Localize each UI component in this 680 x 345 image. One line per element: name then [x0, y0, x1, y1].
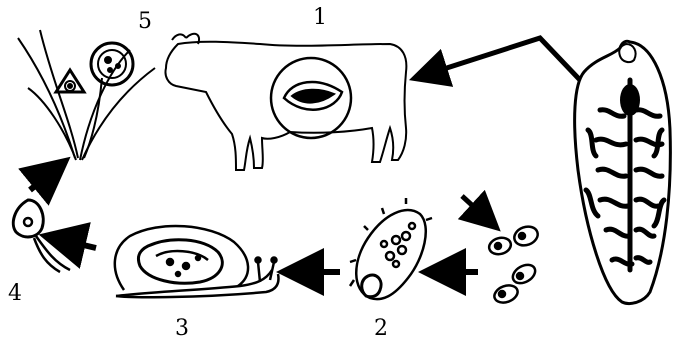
arrow-fluke-to-cow: [428, 38, 580, 80]
arrow-snail-to-cercaria: [62, 240, 96, 248]
stage-label-3: 3: [175, 318, 189, 340]
stage-label-2: 2: [374, 318, 388, 340]
snail-icon: [115, 226, 279, 297]
liver-fluke-icon: [575, 41, 671, 303]
egg-icon: [487, 223, 540, 305]
metacercaria-on-grass-icon: [18, 30, 155, 160]
cow-icon: [165, 34, 406, 170]
cercaria-icon: [13, 200, 70, 272]
miracidium-icon: [350, 198, 432, 299]
stage-label-4: 4: [8, 283, 22, 305]
stage-label-5: 5: [138, 11, 152, 33]
arrow-cercaria-to-grass: [30, 172, 52, 190]
stage-label-1: 1: [313, 7, 327, 29]
arrow-to-eggs: [462, 196, 486, 218]
